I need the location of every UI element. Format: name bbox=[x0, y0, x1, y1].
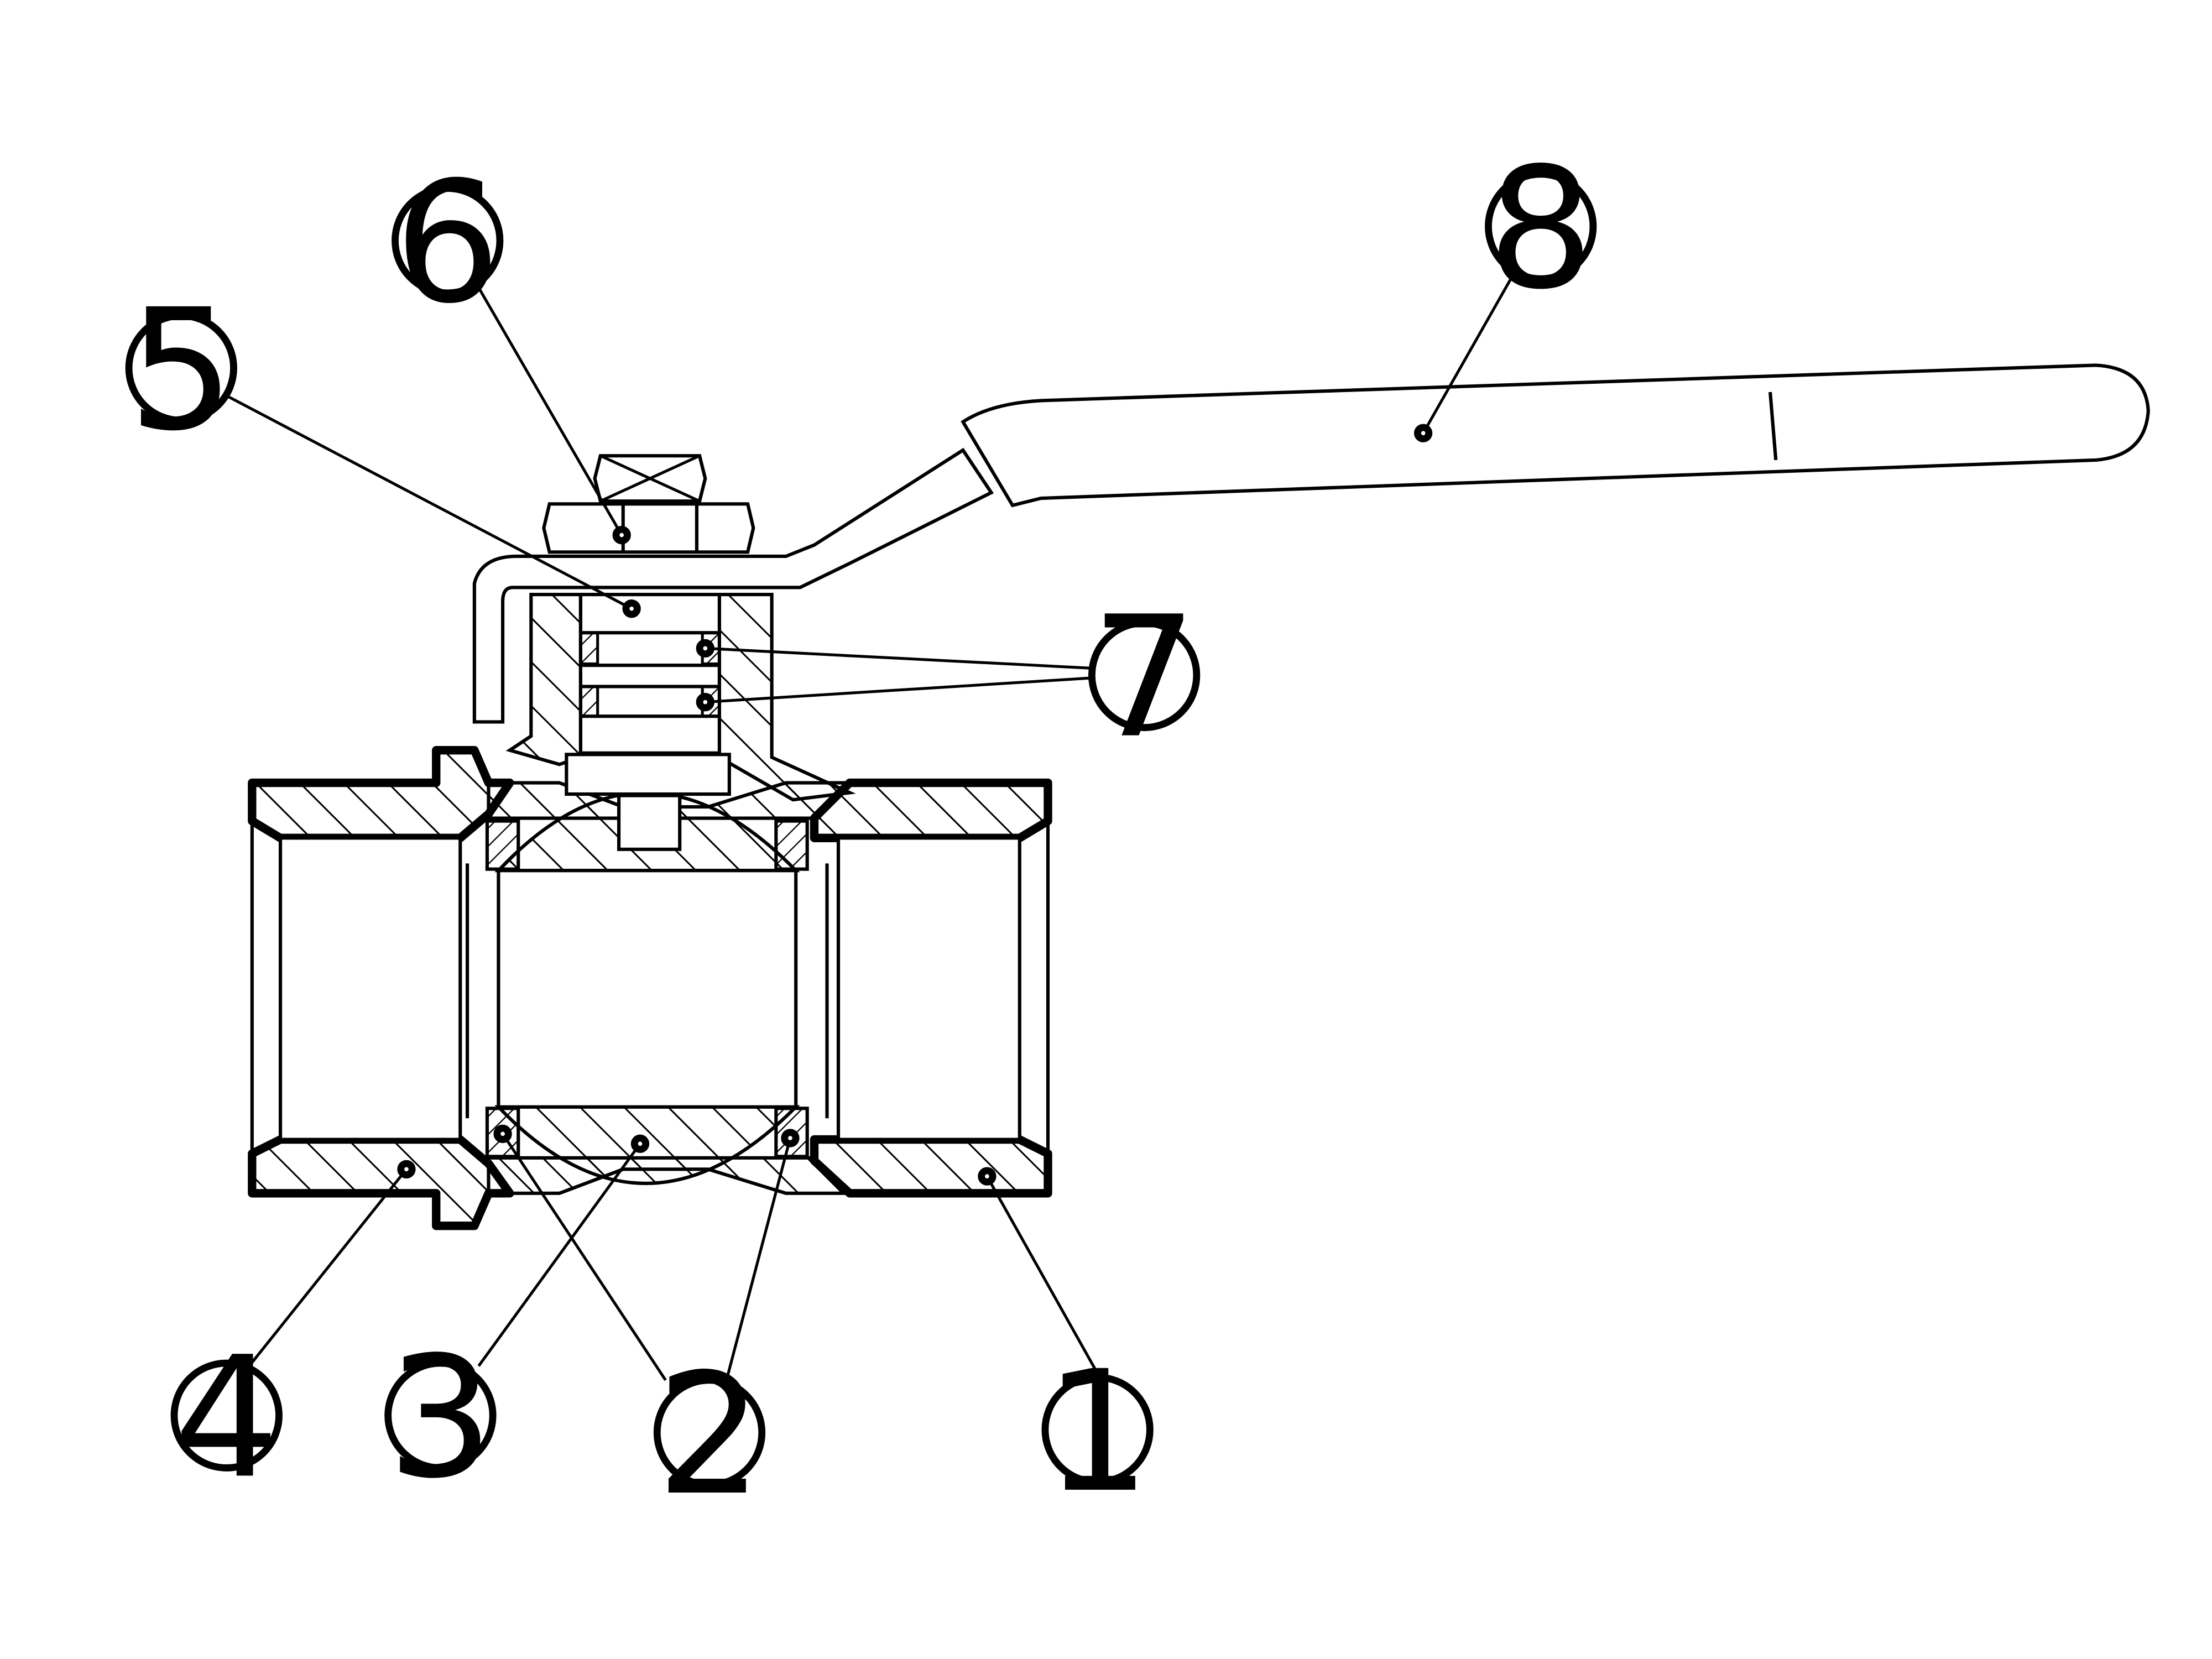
callout-6: 6 bbox=[392, 147, 504, 341]
callout-7-label: 7 bbox=[1091, 581, 1197, 775]
stem bbox=[565, 593, 731, 796]
callout-3-label: 3 bbox=[387, 1321, 493, 1515]
ball bbox=[494, 791, 800, 1185]
callout-7: 7 bbox=[1088, 581, 1201, 775]
callout-8: 8 bbox=[1485, 132, 1597, 326]
lever-handle bbox=[472, 363, 2150, 724]
left-end-connector bbox=[248, 745, 514, 1230]
callout-1-label: 1 bbox=[1045, 1335, 1151, 1530]
callout-4-label: 4 bbox=[174, 1321, 280, 1515]
callout-2-label: 2 bbox=[656, 1338, 763, 1532]
right-end-connector bbox=[810, 778, 1052, 1198]
callout-5-label: 5 bbox=[128, 274, 234, 468]
callout-6-label: 6 bbox=[394, 147, 500, 341]
valve-body bbox=[248, 363, 2150, 1230]
callout-5: 5 bbox=[125, 274, 237, 468]
callout-8-label: 8 bbox=[1488, 132, 1594, 326]
leader-dots bbox=[397, 424, 1433, 1186]
stem-nut bbox=[542, 454, 755, 554]
callout-1: 1 bbox=[1041, 1335, 1154, 1530]
callout-2: 2 bbox=[653, 1338, 766, 1532]
leader-lines bbox=[221, 275, 1514, 1381]
callout-3: 3 bbox=[384, 1321, 497, 1515]
callout-4: 4 bbox=[170, 1321, 283, 1515]
o-rings bbox=[579, 631, 721, 718]
